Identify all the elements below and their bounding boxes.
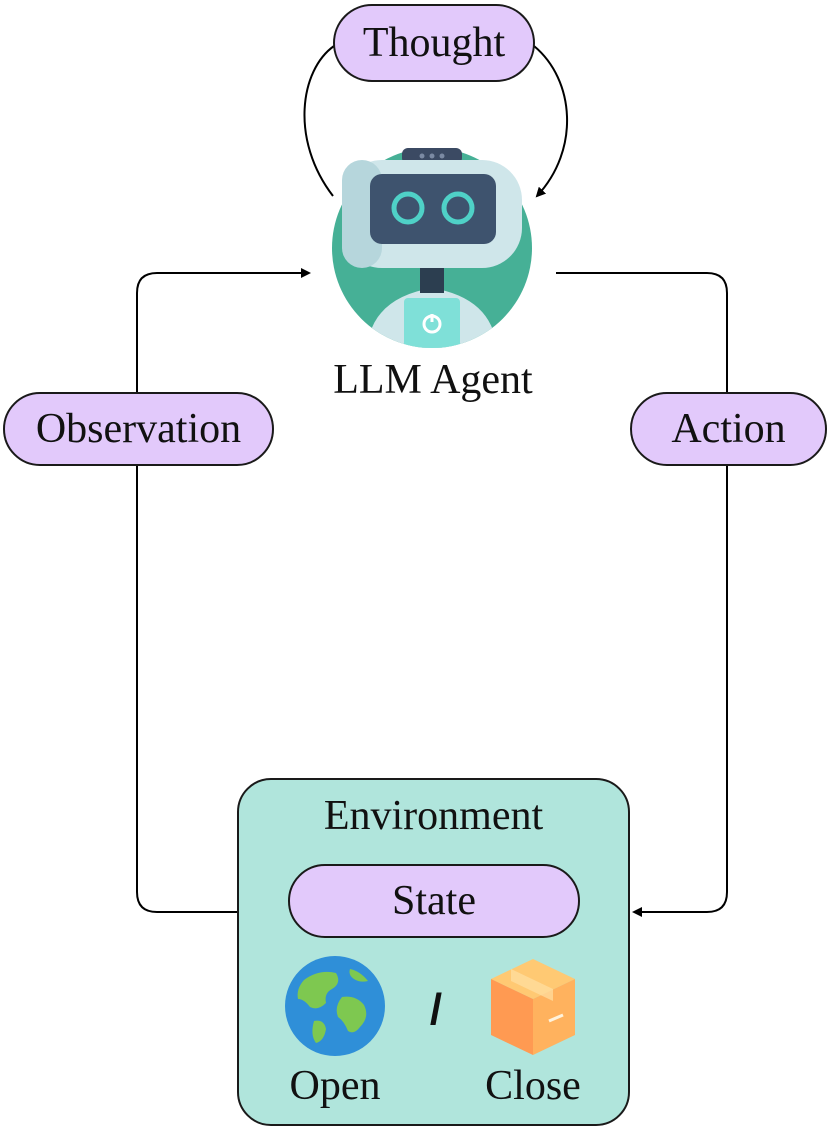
environment-box: Environment State	[237, 778, 630, 1126]
option-open-label: Open	[289, 1063, 381, 1109]
state-pill: State	[288, 864, 580, 938]
robot-icon	[332, 148, 532, 348]
action-pill: Action	[630, 392, 827, 466]
agent-label: LLM Agent	[333, 357, 533, 403]
thought-pill: Thought	[333, 4, 535, 82]
observation-pill: Observation	[3, 392, 274, 466]
thought-loop-left-line	[303, 45, 335, 197]
option-close-label: Close	[485, 1063, 581, 1109]
thought-loop-right-line	[533, 45, 568, 198]
box-icon	[487, 955, 579, 1057]
observation-line	[136, 268, 311, 913]
globe-icon	[284, 955, 386, 1057]
environment-title: Environment	[323, 793, 544, 839]
action-line	[556, 272, 728, 917]
option-separator: /	[429, 985, 443, 1034]
